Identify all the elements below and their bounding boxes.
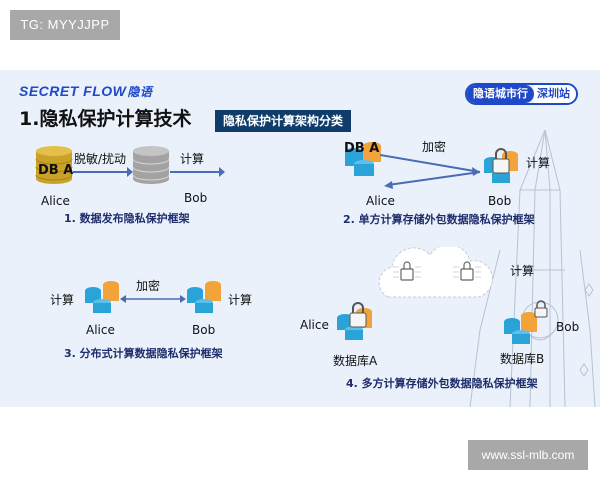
brand-logo: SECRET FLOW隐语 xyxy=(19,83,152,100)
database-cluster-icon xyxy=(345,142,381,176)
watermark-top: TG: MYYJJPP xyxy=(10,10,120,40)
city-badge-left: 隐语城市行 xyxy=(467,85,534,103)
party-bob-1: Bob xyxy=(184,191,208,205)
party-bob-4: Bob xyxy=(556,320,580,334)
arrow-label-desensitize: 脱敏/扰动 xyxy=(74,152,127,166)
locked-database-icon-a xyxy=(337,302,372,340)
party-alice-3: Alice xyxy=(86,323,115,337)
caption-3: 3. 分布式计算数据隐私保护框架 xyxy=(64,347,223,360)
arrows-encrypt-roundtrip xyxy=(380,154,481,189)
party-bob-3: Bob xyxy=(192,323,216,337)
party-alice-4: Alice xyxy=(300,318,329,332)
locked-database-icon-b xyxy=(504,312,537,344)
arrow-right-1 xyxy=(73,167,133,177)
database-gray-icon xyxy=(132,146,170,184)
compute-label-4: 计算 xyxy=(510,264,535,278)
database-cluster-icon-alice xyxy=(85,281,119,313)
db-b-name: 数据库B xyxy=(500,352,545,366)
caption-4: 4. 多方计算存储外包数据隐私保护框架 xyxy=(346,377,538,390)
db-a-label-1: DB A xyxy=(38,163,74,178)
locked-database-icon xyxy=(484,148,518,183)
db-a-label-2: DB A xyxy=(344,141,380,156)
slide: SECRET FLOW隐语 1.隐私保护计算技术 隐私保护计算架构分类 隐语城市… xyxy=(0,70,600,407)
caption-2: 2. 单方计算存储外包数据隐私保护框架 xyxy=(343,213,535,226)
city-badge-right: 深圳站 xyxy=(534,85,576,103)
cloud-icon xyxy=(378,247,493,298)
compute-label-3-right: 计算 xyxy=(228,293,253,307)
arrow-label-encrypt-3: 加密 xyxy=(136,279,161,293)
logo-text: SECRET FLOW xyxy=(19,83,127,99)
padlock-icon xyxy=(534,300,548,318)
compute-label-2: 计算 xyxy=(526,156,551,170)
arrow-label-compute-1: 计算 xyxy=(180,152,205,166)
rocket-sketch-icon xyxy=(469,130,596,407)
caption-1: 1. 数据发布隐私保护框架 xyxy=(64,212,190,225)
city-badge: 隐语城市行 深圳站 xyxy=(465,83,578,105)
watermark-bottom: www.ssl-mlb.com xyxy=(468,440,588,470)
db-a-name: 数据库A xyxy=(333,354,378,368)
database-cluster-icon-bob xyxy=(187,281,221,313)
arrow-right-2 xyxy=(170,167,225,177)
section-subtitle: 隐私保护计算架构分类 xyxy=(215,110,352,132)
logo-cn: 隐语 xyxy=(127,85,153,99)
database-gold-icon xyxy=(35,146,73,184)
party-bob-2: Bob xyxy=(488,194,512,208)
party-alice-1: Alice xyxy=(41,194,70,208)
compute-label-3-left: 计算 xyxy=(50,293,75,307)
arrow-label-encrypt-2: 加密 xyxy=(422,140,447,154)
page-title: 1.隐私保护计算技术 xyxy=(19,108,192,130)
arrow-bidirectional xyxy=(120,295,186,303)
party-alice-2: Alice xyxy=(366,194,395,208)
